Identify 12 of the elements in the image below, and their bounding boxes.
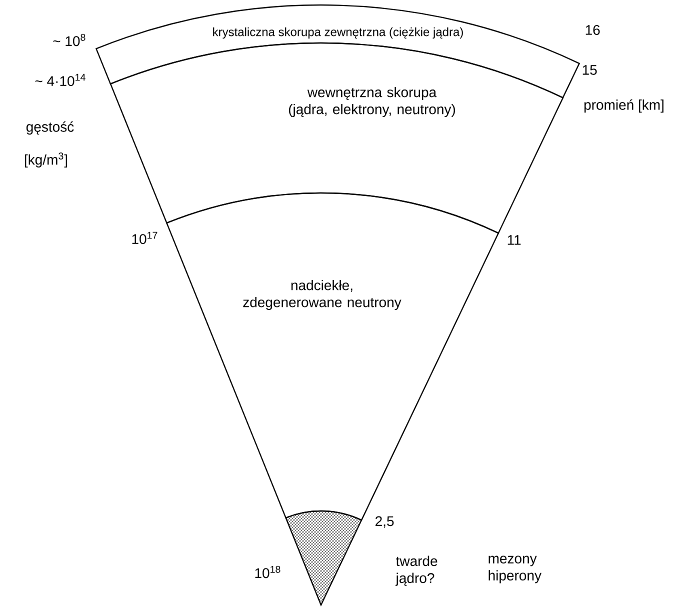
- axis-label: 15: [582, 65, 597, 75]
- axis-label: promień [km]: [584, 99, 664, 113]
- axis-label: 10$^{17}$: [132, 232, 158, 244]
- beside-label: twarde jądro?: [395, 556, 438, 586]
- axis-label: 11: [508, 235, 521, 245]
- axis-label: ~ 10$^{8}$: [53, 34, 86, 46]
- axis-label: [kg/m$^{3}$]: [24, 152, 68, 168]
- axis-label: gęstość: [26, 121, 74, 135]
- core-sector: [285, 510, 362, 606]
- beside-label: mezony hiperony: [488, 556, 542, 584]
- axis-label: ~ 4·10$^{14}$: [35, 74, 86, 86]
- axis-label: 16: [586, 25, 600, 35]
